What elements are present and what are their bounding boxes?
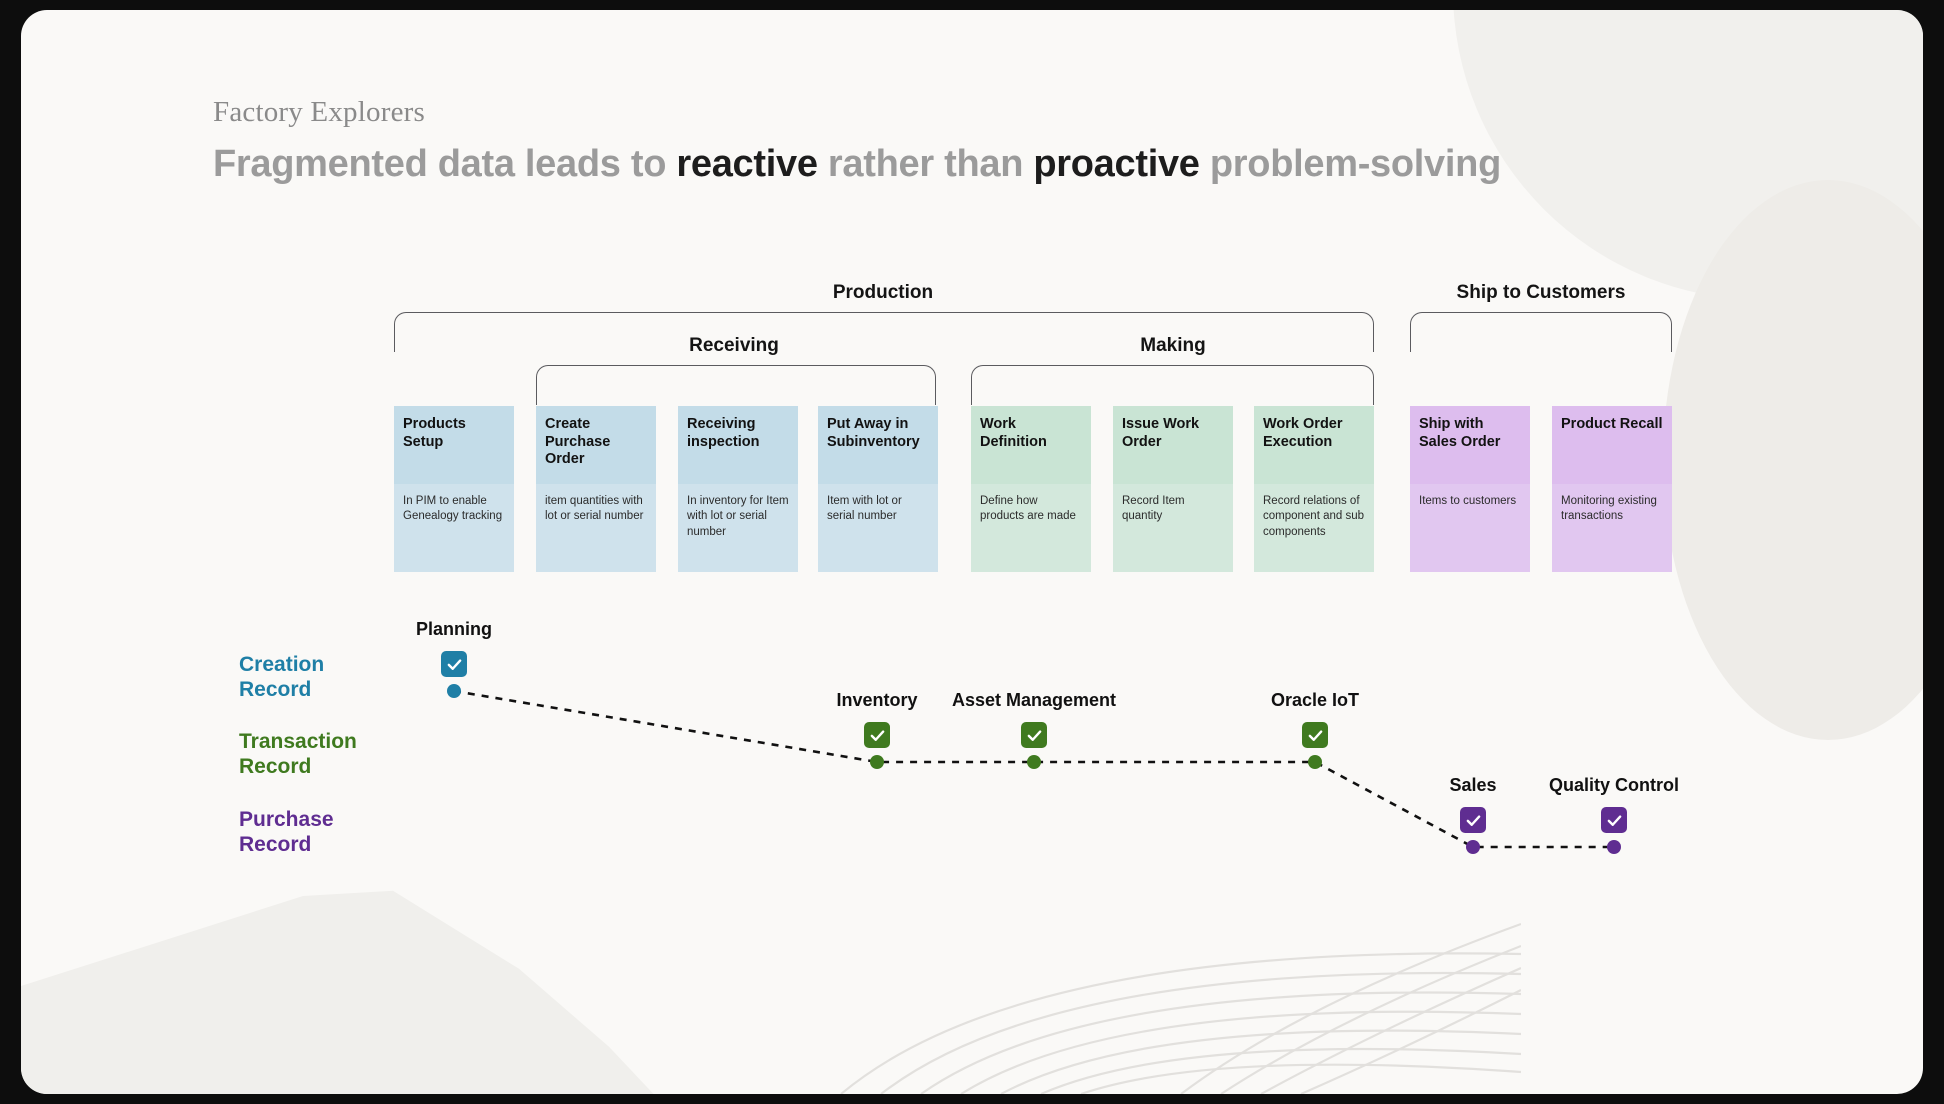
system-node-label: Sales bbox=[1449, 775, 1497, 795]
group-bracket bbox=[1410, 312, 1672, 352]
node-dot-marker bbox=[447, 684, 461, 698]
process-card-description: Items to customers bbox=[1410, 484, 1530, 572]
check-icon[interactable] bbox=[1460, 807, 1486, 833]
record-type-label-line2: Record bbox=[239, 754, 312, 778]
process-card-title: Create Purchase Order bbox=[536, 406, 656, 484]
slide-header: Factory Explorers Fragmented data leads … bbox=[213, 96, 1501, 186]
headline-emphasis-proactive: proactive bbox=[1033, 143, 1200, 185]
record-type-label-line1: Purchase bbox=[239, 808, 334, 831]
node-dot-marker bbox=[1466, 840, 1480, 854]
record-type-label-line2: Record bbox=[239, 832, 312, 856]
group-label: Ship to Customers bbox=[1456, 282, 1626, 303]
check-icon[interactable] bbox=[1302, 722, 1328, 748]
process-card-description: Monitoring existing transactions bbox=[1552, 484, 1672, 572]
node-dot-marker bbox=[1027, 755, 1041, 769]
process-card-description: Record Item quantity bbox=[1113, 484, 1233, 572]
system-node-label: Oracle IoT bbox=[1270, 690, 1360, 710]
process-card-title: Product Recall bbox=[1552, 406, 1672, 484]
process-card-description: item quantities with lot or serial numbe… bbox=[536, 484, 656, 572]
record-type-label-line2: Record bbox=[239, 677, 312, 701]
process-card-title: Issue Work Order bbox=[1113, 406, 1233, 484]
check-icon[interactable] bbox=[1601, 807, 1627, 833]
headline-part-2: rather than bbox=[817, 143, 1034, 185]
process-card-description: Record relations of component and sub co… bbox=[1254, 484, 1374, 572]
group-bracket bbox=[971, 365, 1374, 405]
process-card-description: In inventory for Item with lot or serial… bbox=[678, 484, 798, 572]
headline-emphasis-reactive: reactive bbox=[676, 143, 818, 185]
group-label: Making bbox=[1140, 335, 1206, 356]
check-icon[interactable] bbox=[1021, 722, 1047, 748]
node-dot-marker bbox=[1308, 755, 1322, 769]
group-label: Production bbox=[832, 282, 934, 303]
check-icon[interactable] bbox=[864, 722, 890, 748]
connector-dashed-path bbox=[453, 689, 1614, 849]
node-dot-marker bbox=[1607, 840, 1621, 854]
system-node-label: Asset Management bbox=[951, 690, 1117, 710]
record-type-label-line1: Creation bbox=[239, 653, 325, 676]
system-node-label: Inventory bbox=[836, 690, 918, 710]
system-node-label: Quality Control bbox=[1549, 775, 1679, 795]
process-card-description: Item with lot or serial number bbox=[818, 484, 938, 572]
process-card-title: Products Setup bbox=[394, 406, 514, 484]
group-bracket bbox=[394, 312, 1374, 352]
process-card-description: Define how products are made bbox=[971, 484, 1091, 572]
system-node-label: Planning bbox=[416, 619, 492, 639]
process-card-title: Work Order Execution bbox=[1254, 406, 1374, 484]
check-icon[interactable] bbox=[441, 651, 467, 677]
eyebrow-text: Factory Explorers bbox=[213, 96, 425, 128]
page-title: Fragmented data leads to reactive rather… bbox=[213, 143, 1501, 186]
process-card-title: Receiving inspection bbox=[678, 406, 798, 484]
connector-path-svg bbox=[447, 684, 1621, 854]
group-label: Receiving bbox=[689, 335, 779, 356]
slide-canvas: Factory Explorers Fragmented data leads … bbox=[21, 10, 1923, 1094]
process-card-title: Put Away in Subinventory bbox=[818, 406, 938, 484]
process-card-title: Ship with Sales Order bbox=[1410, 406, 1530, 484]
process-card-title: Work Definition bbox=[971, 406, 1091, 484]
group-bracket bbox=[536, 365, 936, 405]
headline-part-3: problem-solving bbox=[1199, 143, 1501, 185]
record-type-label-line1: Transaction bbox=[239, 730, 357, 753]
node-dot-marker bbox=[870, 755, 884, 769]
process-card-description: In PIM to enable Genealogy tracking bbox=[394, 484, 514, 572]
headline-part-1: Fragmented data leads to bbox=[213, 143, 677, 185]
